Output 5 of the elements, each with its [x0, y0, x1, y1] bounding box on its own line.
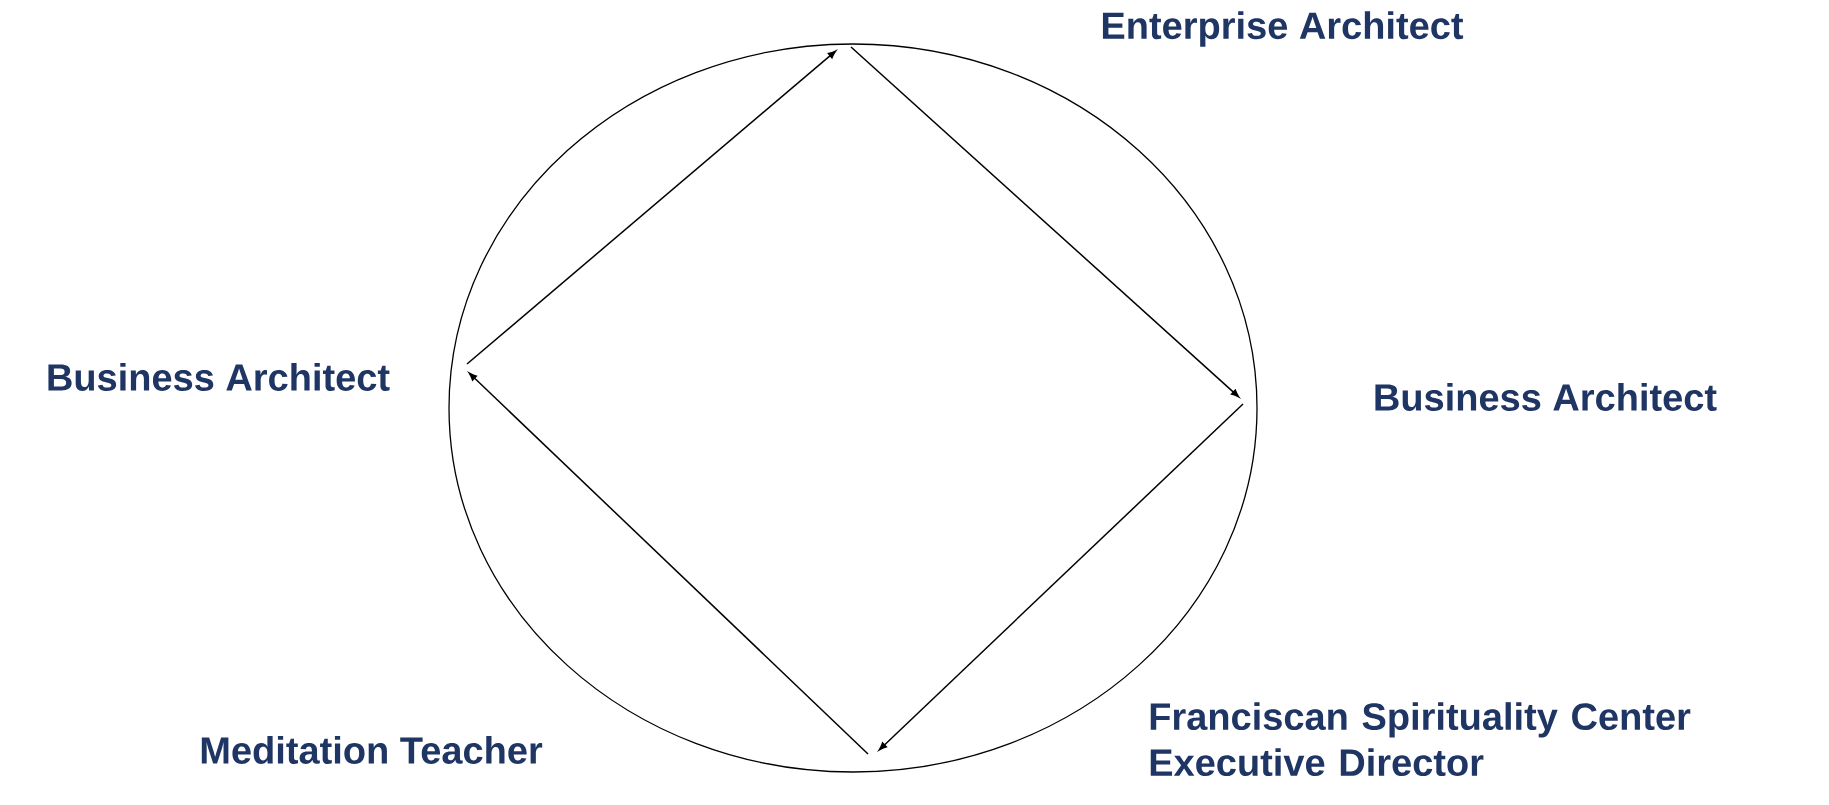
role-label: Franciscan Spirituality Center Executive Director — [1150, 702, 1691, 777]
role-label: Enterprise Architect — [1102, 11, 1464, 47]
role-label: Business Architect — [48, 363, 390, 391]
role-label: Meditation Teacher — [201, 736, 543, 764]
role-label: Business Architect — [1375, 383, 1717, 411]
